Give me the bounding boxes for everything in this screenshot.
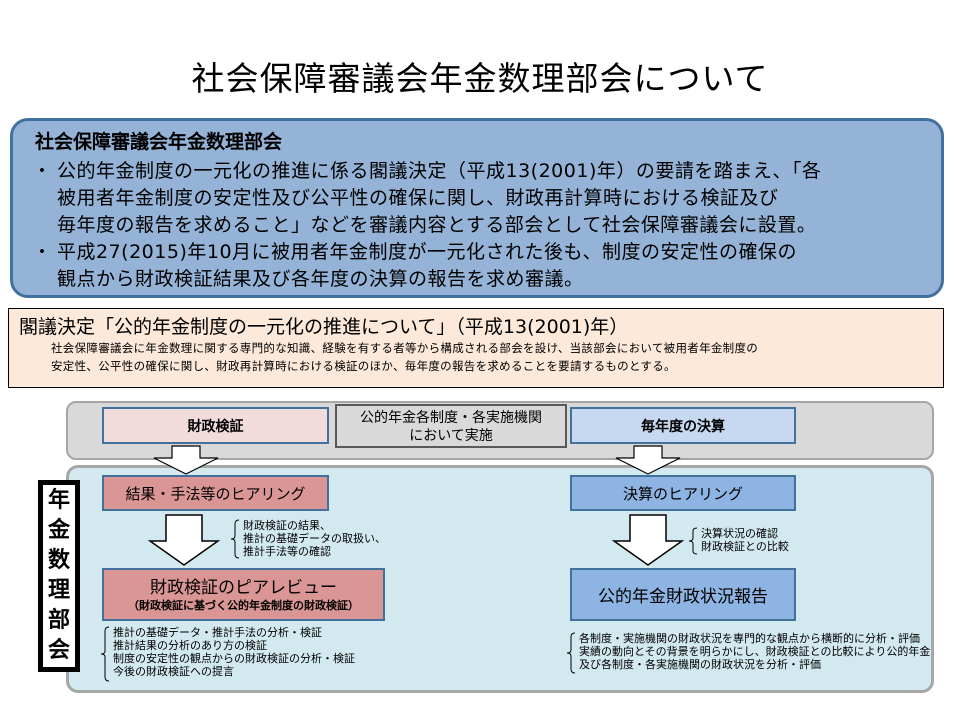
report-notes: 各制度・実施機関の財政状況を専門的な観点から横断的に分析・評価 実績の動向とその… — [566, 632, 930, 674]
brace-icon — [566, 632, 576, 674]
note-line: 推計の基礎データの取扱い、 — [243, 532, 386, 545]
bullet-icon: ・ — [32, 241, 52, 263]
note-line: 推計手法等の確認 — [243, 545, 331, 558]
financial-status-report-box: 公的年金財政状況報告 — [570, 568, 796, 621]
brace-icon — [230, 519, 240, 559]
peer-review-box: 財政検証のピアレビュー （財政検証に基づく公的年金制度の財政検証） — [102, 568, 385, 621]
peer-review-notes: 推計の基礎データ・推計手法の分析・検証 推計結果の分析のあり方の検証 制度の安定… — [100, 626, 355, 682]
peer-review-subtitle: （財政検証に基づく公的年金制度の財政検証） — [128, 598, 359, 612]
summary-line: 毎年度の報告を求めること」などを審議内容とする部会として社会保障審議会に設置。 — [57, 214, 817, 236]
label-char: 会 — [47, 638, 70, 663]
page-title: 社会保障審議会年金数理部会について — [191, 59, 769, 98]
note-line: 各制度・実施機関の財政状況を専門的な観点から横断的に分析・評価 — [579, 632, 920, 645]
note-line: 及び各制度・各実施機関の財政状況を分析・評価 — [579, 658, 821, 671]
note-line: 推計結果の分析のあり方の検証 — [113, 639, 267, 652]
annual-settlement-box: 毎年度の決算 — [570, 407, 796, 444]
peer-review-title: 財政検証のピアレビュー — [150, 577, 337, 598]
cabinet-decision-box: 閣議決定「公的年金制度の一元化の推進について」（平成13(2001)年） 社会保… — [8, 308, 944, 388]
label-char: 理 — [47, 578, 70, 603]
summary-line: 平成27(2015)年10月に被用者年金制度が一元化された後も、制度の安定性の確… — [57, 241, 797, 263]
label-char: 年 — [47, 488, 70, 513]
arrow-down-icon — [611, 514, 685, 566]
arrow-down-icon — [153, 445, 219, 475]
note-line: 制度の安定性の観点からの財政検証の分析・検証 — [113, 652, 355, 665]
note-line: 公的年金各制度・各実施機関 — [360, 410, 542, 426]
summary-line: 観点から財政検証結果及び各年度の決算の報告を求め審議。 — [57, 268, 584, 290]
left-hearing-box: 結果・手法等のヒアリング — [102, 475, 329, 511]
label-char: 金 — [47, 518, 70, 543]
note-line: 財政検証との比較 — [701, 540, 789, 553]
arrow-down-icon — [615, 445, 681, 475]
left-hearing-notes: 財政検証の結果、 推計の基礎データの取扱い、 推計手法等の確認 — [230, 519, 386, 559]
label-char: 数 — [47, 548, 70, 573]
right-hearing-box: 決算のヒアリング — [570, 475, 796, 511]
note-line: 今後の財政検証への提言 — [113, 665, 234, 678]
summary-box: 社会保障審議会年金数理部会 ・ 公的年金制度の一元化の推進に係る閣議決定（平成1… — [10, 118, 944, 298]
summary-bullet-item: ・ 平成27(2015)年10月に被用者年金制度が一元化された後も、制度の安定性… — [27, 239, 931, 293]
brace-icon — [100, 626, 110, 682]
arrow-down-icon — [147, 514, 221, 566]
summary-heading: 社会保障審議会年金数理部会 — [35, 131, 283, 153]
bullet-icon: ・ — [32, 160, 52, 182]
cabinet-decision-line: 社会保障審議会に年金数理に関する専門的な知識、経験を有する者等から構成される部会… — [51, 341, 759, 355]
label-char: 部 — [47, 608, 70, 633]
note-line: において実施 — [409, 428, 493, 444]
brace-icon — [688, 527, 698, 555]
summary-bullet-item: ・ 公的年金制度の一元化の推進に係る閣議決定（平成13(2001)年）の要請を踏… — [27, 158, 931, 239]
summary-line: 公的年金制度の一元化の推進に係る閣議決定（平成13(2001)年）の要請を踏まえ… — [57, 160, 822, 182]
implementing-bodies-note: 公的年金各制度・各実施機関 において実施 — [335, 404, 567, 448]
right-hearing-notes: 決算状況の確認 財政検証との比較 — [688, 527, 789, 555]
note-line: 財政検証の結果、 — [243, 519, 331, 532]
note-line: 実績の動向とその背景を明らかにし、財政検証との比較により公的年金 — [579, 645, 931, 658]
financial-verification-box: 財政検証 — [102, 407, 329, 444]
summary-line: 被用者年金制度の安定性及び公平性の確保に関し、財政再計算時における検証及び — [57, 187, 779, 209]
note-line: 決算状況の確認 — [701, 527, 778, 540]
subcommittee-vertical-label: 年 金 数 理 部 会 — [38, 480, 80, 672]
cabinet-decision-line: 安定性、公平性の確保に関し、財政再計算時における検証のほか、毎年度の報告を求める… — [51, 359, 676, 373]
cabinet-decision-heading: 閣議決定「公的年金制度の一元化の推進について」（平成13(2001)年） — [19, 316, 629, 338]
note-line: 推計の基礎データ・推計手法の分析・検証 — [113, 626, 322, 639]
